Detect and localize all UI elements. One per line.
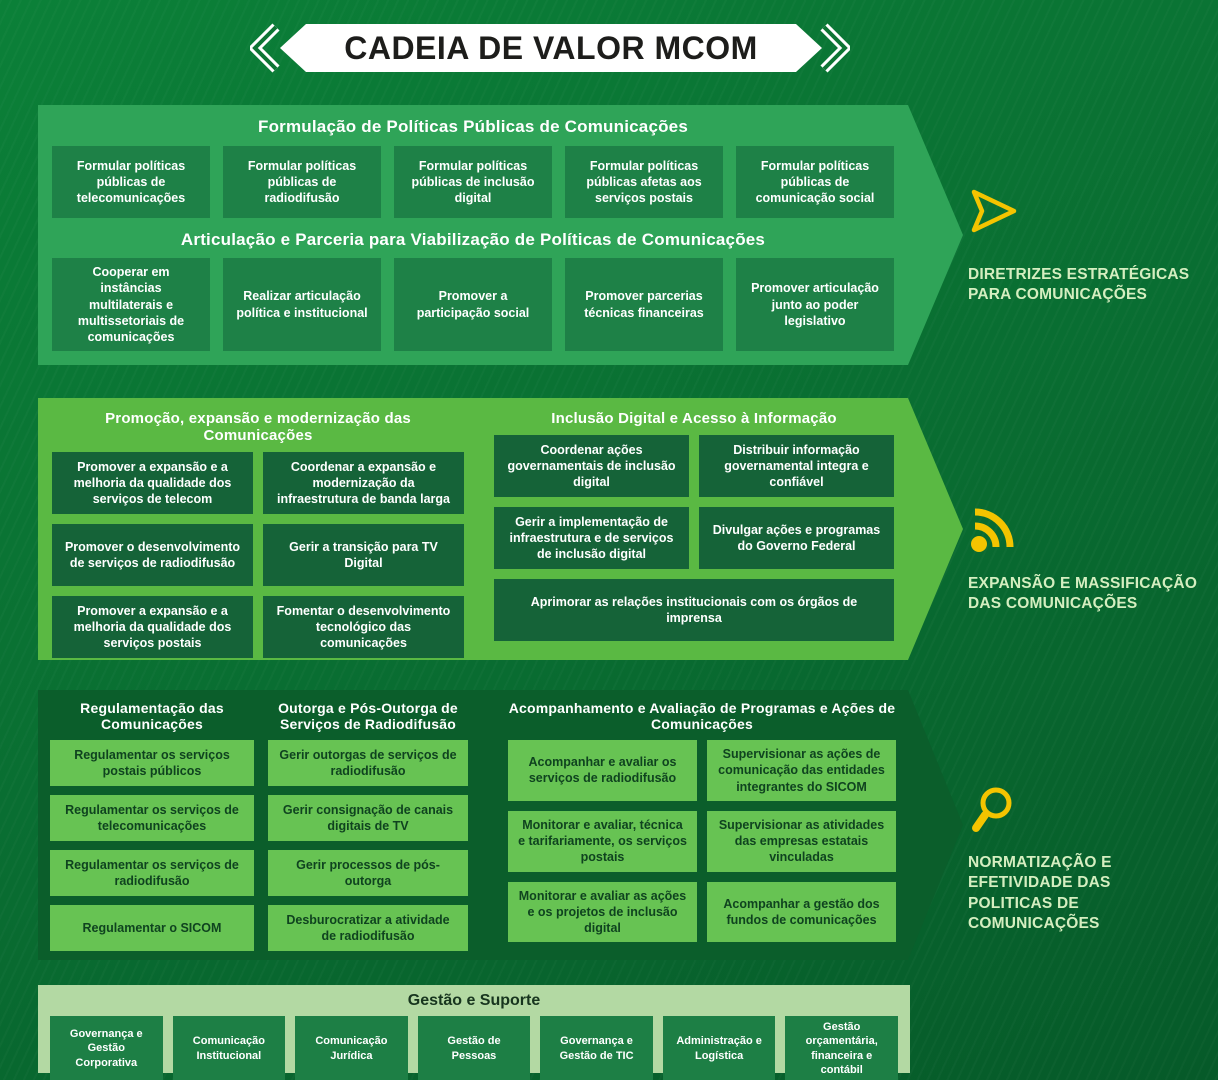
process-box: Formular políticas públicas de telecomun… [52, 146, 210, 218]
process-box-grid: Acompanhar e avaliar os serviços de radi… [508, 740, 896, 943]
process-box: Monitorar e avaliar, técnica e tarifaria… [508, 810, 697, 872]
chevron-right-icon [820, 23, 853, 73]
process-box: Gerir processos de pós-outorga [268, 850, 468, 896]
process-box-row: Formular políticas públicas de telecomun… [52, 146, 894, 218]
process-box: Realizar articulação política e instituc… [223, 258, 381, 352]
process-box: Comunicação Institucional [172, 1016, 286, 1080]
process-box: Monitorar e avaliar as ações e os projet… [508, 881, 697, 943]
process-box: Administração e Logística [662, 1016, 776, 1080]
process-box-column: Gerir outorgas de serviços de radiodifus… [268, 740, 468, 951]
process-box: Fomentar o desenvolvimento tecnológico d… [263, 596, 464, 658]
process-box-grid: Coordenar ações governamentais de inclus… [494, 435, 894, 641]
process-box: Promover a participação social [394, 258, 552, 352]
process-box: Coordenar ações governamentais de inclus… [494, 435, 689, 497]
group-outorga: Outorga e Pós-Outorga de Serviços de Rad… [268, 698, 468, 951]
group-header: Acompanhamento e Avaliação de Programas … [508, 700, 896, 732]
group-header: Articulação e Parceria para Viabilização… [180, 230, 766, 249]
group-header: Inclusão Digital e Acesso à Informação [551, 410, 837, 427]
wifi-signal-icon [971, 508, 1014, 552]
process-box: Governança e Gestão Corporativa [50, 1016, 163, 1080]
process-box: Gerir consignação de canais digitais de … [268, 795, 468, 841]
section-promocao-inclusao: Promoção, expansão e modernização das Co… [38, 398, 963, 660]
process-box: Formular políticas públicas de inclusão … [394, 146, 552, 218]
group-acompanhamento: Acompanhamento e Avaliação de Programas … [482, 698, 896, 951]
side-label-normatizacao: NORMATIZAÇÃO E EFETIVIDADE DAS POLITICAS… [968, 786, 1168, 935]
process-box: Supervisionar as ações de comunicação da… [707, 740, 896, 801]
group-header: Regulamentação das Comunicações [80, 700, 224, 732]
group-header: Promoção, expansão e modernização das Co… [105, 410, 411, 444]
section-gestao-suporte: Gestão e Suporte Governança e Gestão Cor… [38, 985, 910, 1080]
support-header: Gestão e Suporte [407, 992, 541, 1009]
side-label-text: DIRETRIZES ESTRATÉGICAS PARA COMUNICAÇÕE… [968, 266, 1190, 304]
arrow-right-icon [971, 189, 1017, 233]
process-box: Gerir a transição para TV Digital [263, 524, 464, 586]
process-box: Formular políticas públicas de radiodifu… [223, 146, 381, 218]
process-box: Acompanhar a gestão dos fundos de comuni… [707, 881, 896, 943]
process-box: Promover a expansão e a melhoria da qual… [52, 452, 253, 514]
process-box: Gestão orçamentária, financeira e contáb… [785, 1016, 898, 1080]
side-label-diretrizes: DIRETRIZES ESTRATÉGICAS PARA COMUNICAÇÕE… [968, 188, 1213, 306]
side-label-text: EXPANSÃO E MASSIFICAÇÃO DAS COMUNICAÇÕES [968, 575, 1198, 613]
group-promocao: Promoção, expansão e modernização das Co… [52, 408, 464, 658]
process-box: Formular políticas públicas de comunicaç… [736, 146, 894, 218]
process-box-grid: Promover a expansão e a melhoria da qual… [52, 452, 464, 658]
process-box: Aprimorar as relações institucionais com… [494, 579, 894, 641]
process-box-row: Cooperar em instâncias multilaterais e m… [52, 258, 894, 352]
title-banner: CADEIA DE VALOR MCOM [247, 22, 853, 74]
process-box: Regulamentar os serviços de radiodifusão [50, 850, 254, 896]
process-box: Regulamentar os serviços de telecomunica… [50, 795, 254, 841]
process-box: Promover o desenvolvimento de serviços d… [52, 524, 253, 586]
process-box: Governança e Gestão de TIC [540, 1016, 653, 1080]
process-box: Divulgar ações e programas do Governo Fe… [699, 507, 894, 569]
process-box: Promover articulação junto ao poder legi… [736, 258, 894, 352]
process-box: Desburocratizar a atividade de radiodifu… [268, 905, 468, 951]
group-regulamentacao: Regulamentação das Comunicações Regulame… [50, 698, 254, 951]
process-box: Gestão de Pessoas [417, 1016, 531, 1080]
process-box: Regulamentar o SICOM [50, 905, 254, 951]
process-box: Formular políticas públicas afetas aos s… [565, 146, 723, 218]
process-box: Gerir outorgas de serviços de radiodifus… [268, 740, 468, 786]
process-box: Regulamentar os serviços postais público… [50, 740, 254, 786]
process-box: Supervisionar as atividades das empresas… [707, 810, 896, 872]
group-header: Formulação de Políticas Públicas de Comu… [257, 117, 688, 136]
side-label-text: NORMATIZAÇÃO E EFETIVIDADE DAS POLITICAS… [968, 854, 1112, 933]
banner-shape [280, 24, 822, 72]
process-box: Gerir a implementação de infraestrutura … [494, 507, 689, 569]
section-regulamentacao-avaliacao: Regulamentação das Comunicações Regulame… [38, 690, 963, 960]
process-box: Acompanhar e avaliar os serviços de radi… [508, 740, 697, 801]
chevron-left-icon [247, 23, 280, 73]
process-box: Promover parcerias técnicas financeiras [565, 258, 723, 352]
process-box: Coordenar a expansão e modernização da i… [263, 452, 464, 514]
process-box: Comunicação Jurídica [295, 1016, 408, 1080]
process-box: Distribuir informação governamental inte… [699, 435, 894, 497]
process-box: Cooperar em instâncias multilaterais e m… [52, 258, 210, 352]
group-header: Outorga e Pós-Outorga de Serviços de Rad… [278, 700, 458, 732]
group-inclusao-digital: Inclusão Digital e Acesso à Informação C… [494, 408, 894, 658]
side-label-expansao: EXPANSÃO E MASSIFICAÇÃO DAS COMUNICAÇÕES [968, 505, 1218, 615]
magnifier-icon [972, 787, 1012, 832]
process-box: Promover a expansão e a melhoria da qual… [52, 596, 253, 658]
section-formulacao-politicas: Formulação de Políticas Públicas de Comu… [38, 105, 963, 365]
page-title: CADEIA DE VALOR MCOM [344, 30, 758, 66]
process-box-column: Regulamentar os serviços postais público… [50, 740, 254, 951]
